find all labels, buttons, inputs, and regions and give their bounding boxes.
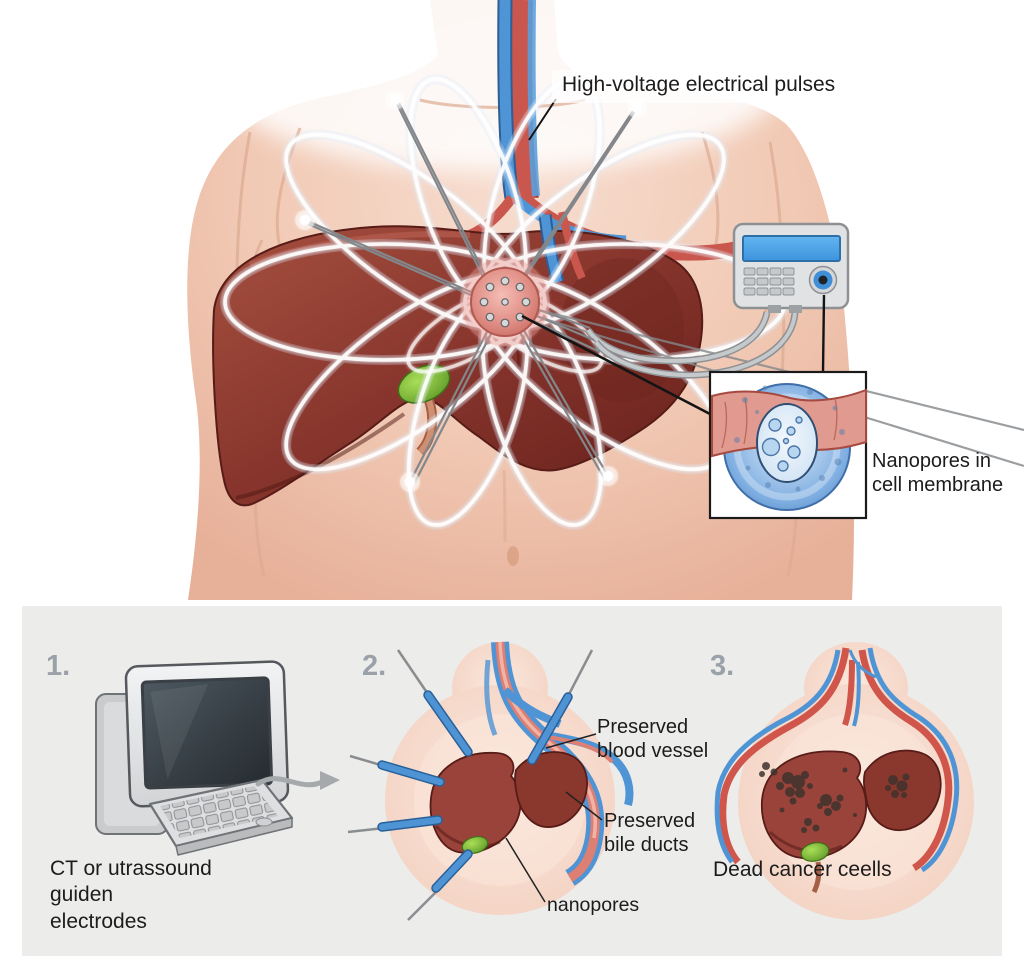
label-nanopores: nanopores bbox=[547, 894, 640, 916]
device-knob bbox=[808, 265, 838, 295]
device-cables bbox=[527, 304, 799, 379]
step2-needles bbox=[347, 649, 594, 921]
step2-liver-electrodes bbox=[347, 641, 634, 921]
pulse-generator-device bbox=[732, 222, 850, 313]
pc-monitor bbox=[124, 660, 290, 808]
cell-speckles bbox=[734, 385, 845, 492]
step3-number: 3. bbox=[710, 650, 735, 682]
label-preserved-bile-ducts: Preserved bile ducts bbox=[604, 810, 696, 856]
step3-dead-liver bbox=[714, 642, 974, 920]
step1-computer bbox=[95, 660, 340, 856]
step1-number: 1. bbox=[46, 650, 71, 682]
device-port bbox=[789, 305, 802, 313]
label-nanopores-inset: Nanopores in cell membrane bbox=[872, 450, 1004, 496]
label-preserved-blood-vessel: Preserved blood vessel bbox=[597, 716, 709, 762]
needle-glow-tips bbox=[295, 90, 647, 492]
bottom-strip bbox=[22, 606, 1002, 956]
pc-keyboard bbox=[148, 778, 294, 856]
device-port bbox=[768, 305, 781, 313]
step1-caption: CT or utrassound guiden electrodes bbox=[50, 857, 212, 933]
nanopore-bubbles bbox=[761, 416, 803, 472]
device-keypad bbox=[743, 267, 795, 296]
dead-cell-clusters bbox=[759, 762, 910, 833]
main-illustration bbox=[187, 0, 1024, 600]
step3-caption: Dead cancer ceells bbox=[713, 858, 892, 881]
device-screen bbox=[742, 235, 841, 262]
step2-liver bbox=[429, 751, 588, 855]
step2-number: 2. bbox=[362, 650, 387, 682]
tumor-electrode-hub bbox=[461, 258, 549, 346]
step2-pointer-lines bbox=[505, 733, 603, 903]
cell-membrane-inset bbox=[708, 370, 868, 520]
pointer-lines bbox=[521, 98, 826, 416]
flow-arrow bbox=[255, 771, 340, 790]
step3-vessels bbox=[714, 647, 960, 873]
label-high-voltage-pulses: High-voltage electrical pulses bbox=[552, 70, 846, 103]
